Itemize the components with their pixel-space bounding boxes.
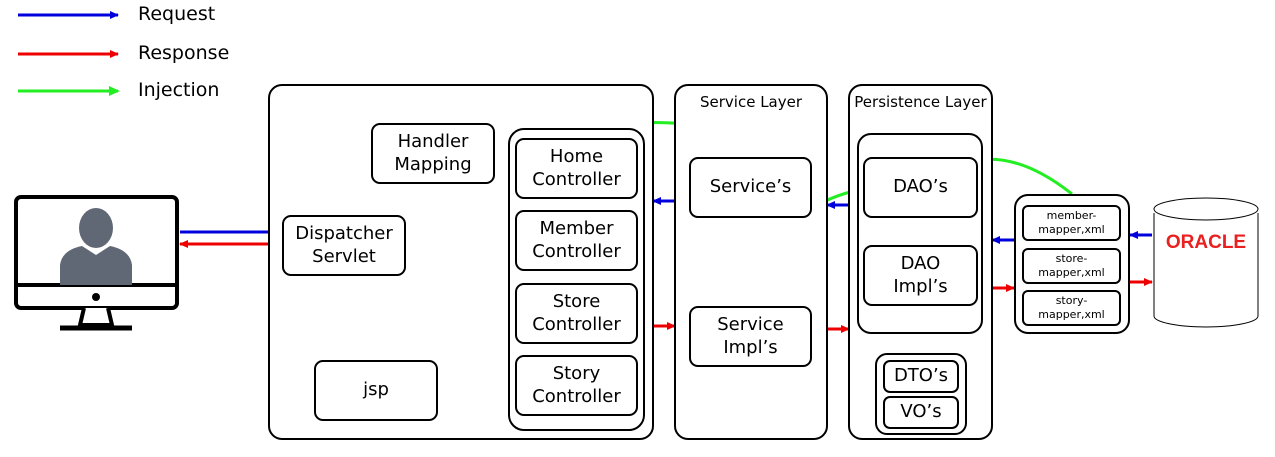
legend-injection-label: Injection <box>138 79 220 101</box>
story-mapper-box: story- mapper,xml <box>1022 290 1121 326</box>
member-mapper-box: member- mapper,xml <box>1022 205 1121 241</box>
member-controller-box: Member Controller <box>515 210 638 271</box>
daos-box: DAO’s <box>863 157 978 218</box>
story-controller-box: Story Controller <box>515 355 638 416</box>
dispatcher-servlet-box: Dispatcher Servlet <box>282 215 406 276</box>
service-layer-title: Service Layer <box>699 93 803 111</box>
services-box: Service’s <box>689 157 812 218</box>
persistence-layer-title: Persistence Layer <box>854 93 987 111</box>
vos-box: VO’s <box>883 396 959 429</box>
service-layer-container <box>674 84 828 440</box>
oracle-logo: ORACLE <box>1165 232 1247 254</box>
legend-request-label: Request <box>138 3 216 25</box>
legend-response-label: Response <box>138 42 230 64</box>
store-controller-box: Store Controller <box>515 283 638 344</box>
handler-mapping-box: Handler Mapping <box>371 123 495 184</box>
jsp-box: jsp <box>314 360 438 421</box>
store-mapper-box: store- mapper,xml <box>1022 248 1121 284</box>
home-controller-box: Home Controller <box>515 138 638 199</box>
monitor-user-icon <box>14 195 179 331</box>
dtos-box: DTO’s <box>883 360 959 393</box>
database-cylinder-icon <box>1153 197 1259 328</box>
dao-impls-box: DAO Impl’s <box>863 245 978 306</box>
service-impls-box: Service Impl’s <box>689 306 812 367</box>
